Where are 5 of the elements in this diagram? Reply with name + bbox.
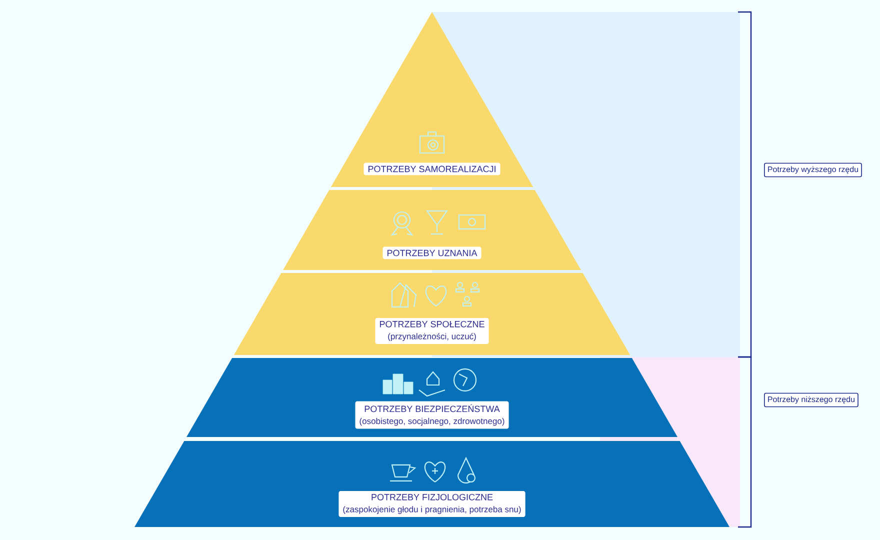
pyramid-level: POTRZEBY UZNANIA	[283, 190, 581, 270]
pyramid-level: POTRZEBY SPOŁECZNE (przynależności, uczuć)	[234, 272, 630, 355]
pyramid-level: POTRZEBY SAMOREALIZACJI	[330, 12, 534, 187]
side-label: Potrzeby wyższego rzędu	[764, 162, 862, 178]
side-label: Potrzeby niższego rzędu	[764, 392, 858, 408]
